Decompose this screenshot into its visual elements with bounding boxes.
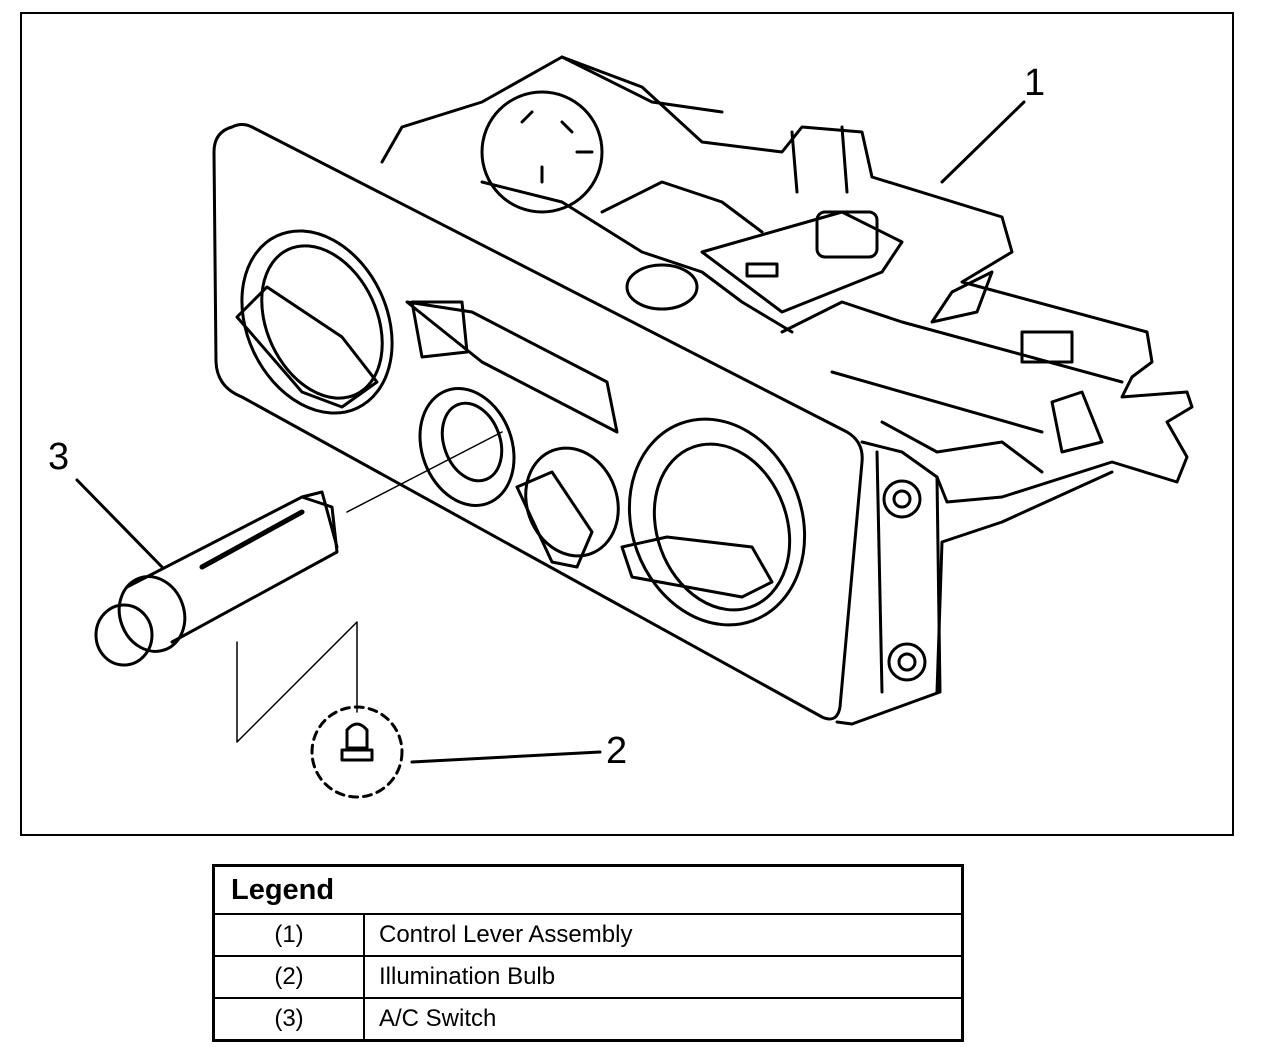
legend-label: A/C Switch xyxy=(363,997,964,1042)
callout-2: 2 xyxy=(606,730,628,772)
alignment-line xyxy=(346,431,503,513)
illumination-bulb xyxy=(236,621,404,799)
callout-1: 1 xyxy=(1024,62,1046,104)
leader-line-3 xyxy=(75,478,164,569)
legend-label: Illumination Bulb xyxy=(363,955,964,999)
legend-number: (1) xyxy=(212,913,365,957)
legend-number: (2) xyxy=(212,955,365,999)
legend-table: Legend (1) Control Lever Assembly (2) Il… xyxy=(212,864,964,1042)
front-bezel xyxy=(212,123,942,726)
legend-number: (3) xyxy=(212,997,365,1042)
exploded-view-illustration: 1 2 3 xyxy=(20,12,1234,836)
table-row: (2) Illumination Bulb xyxy=(212,955,964,999)
leader-line-2 xyxy=(410,750,602,764)
legend-label: Control Lever Assembly xyxy=(363,913,964,957)
table-row: (1) Control Lever Assembly xyxy=(212,913,964,957)
ac-switch xyxy=(94,490,339,667)
table-row: (3) A/C Switch xyxy=(212,997,964,1042)
leader-line-1 xyxy=(940,100,1026,184)
callout-3: 3 xyxy=(48,436,70,478)
legend-title: Legend xyxy=(212,864,964,915)
